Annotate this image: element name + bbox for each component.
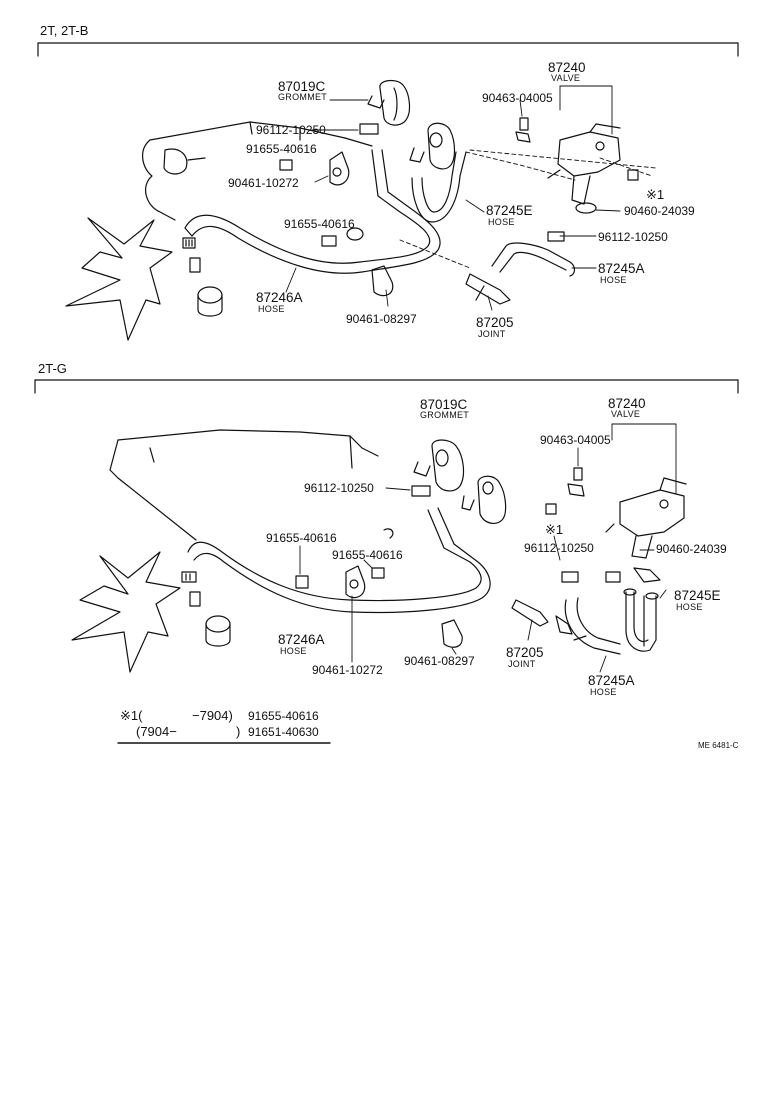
part-number-90461-08297-g: 90461-08297 [404,654,475,668]
footnote-row2-range: (7904− [136,724,177,739]
part-name-hose-a: HOSE [600,275,627,285]
part-name-joint-g: JOINT [508,659,536,669]
footnote-row2-close: ) [236,724,241,739]
valve-87240-bottom [545,467,687,583]
hose-87246a-top [182,149,441,274]
part-number-87019c: 87019C [278,79,326,94]
hose-87245e-top [411,151,467,223]
footnote-row2-part: 91651-40630 [248,725,319,739]
fan-bottom [71,551,231,673]
leaders-bottom [299,423,677,673]
part-number-87245e-g: 87245E [674,588,721,603]
bottom-section-frame [34,379,739,394]
part-name-hose-a-g: HOSE [590,687,617,697]
part-name-grommet-g: GROMMET [420,410,470,420]
part-number-87240: 87240 [548,60,586,75]
part-name-valve: VALVE [551,73,581,83]
part-number-90461-08297: 90461-08297 [346,312,417,326]
hose-87245a-bottom [561,571,621,655]
reference-code: ME 6481-C [698,741,739,750]
footnote-row1-range: −7904) [192,708,233,723]
clamps-bottom [295,485,463,648]
joint-87205-bottom [511,599,573,635]
footnote-row1-mark: ※1( [120,708,143,723]
part-name-grommet: GROMMET [278,92,328,102]
part-number-91655-40616: 91655-40616 [246,142,317,156]
part-number-90461-10272-g: 90461-10272 [312,663,383,677]
part-number-96112-10250-g-b: 96112-10250 [524,541,594,555]
part-number-96112-10250-b: 96112-10250 [598,230,668,244]
grommet-87019c-top [367,79,411,126]
part-number-87240-g: 87240 [608,396,646,411]
engine-block-bottom [109,429,379,541]
hose-87245e-bottom [623,588,659,652]
joint-87205-top [465,273,511,305]
part-name-hose-e: HOSE [488,217,515,227]
part-name-hose-e-g: HOSE [676,602,703,612]
section-title-top: 2T, 2T-B [40,23,89,38]
section-title-bottom: 2T-G [38,361,67,376]
footnote-row1-part: 91655-40616 [248,709,319,723]
part-number-87245e: 87245E [486,203,533,218]
part-number-90460-24039-g: 90460-24039 [656,542,727,556]
part-number-87246a-g: 87246A [278,632,325,647]
hose-87245a-top [491,231,576,277]
engine-block-top [142,121,373,221]
clamps-top [279,123,394,297]
part-number-87205: 87205 [476,315,514,330]
part-number-90460-24039: 90460-24039 [624,204,695,218]
part-number-90461-10272: 90461-10272 [228,176,299,190]
part-number-91655-40616-g-b: 91655-40616 [332,548,403,562]
part-number-90463-04005-g: 90463-04005 [540,433,611,447]
leaders-top [285,85,621,311]
part-number-96112-10250: 96112-10250 [256,123,326,137]
footnote-mark: ※1 [646,187,665,202]
fan-top [65,217,223,341]
part-number-87019c-g: 87019C [420,397,468,412]
grommet-b-top [409,122,456,170]
valve-87240-top [515,117,639,214]
grommet-87019c-bottom [413,439,465,492]
part-number-91655-40616-g: 91655-40616 [266,531,337,545]
part-number-90463-04005: 90463-04005 [482,91,553,105]
part-number-87245a-g: 87245A [588,673,635,688]
valve-guide-top [399,149,657,269]
part-name-hose-46: HOSE [258,304,285,314]
part-number-87246a: 87246A [256,290,303,305]
footnote-mark-g: ※1 [545,522,564,537]
top-section-frame [37,42,739,57]
part-number-91655-40616-b: 91655-40616 [284,217,355,231]
part-name-joint: JOINT [478,329,506,339]
part-number-87205-g: 87205 [506,645,544,660]
grommet-b-bottom [461,475,507,524]
part-number-96112-10250-g: 96112-10250 [304,481,374,495]
part-name-valve-g: VALVE [611,409,641,419]
part-name-hose-46-g: HOSE [280,646,307,656]
part-number-87245a: 87245A [598,261,645,276]
